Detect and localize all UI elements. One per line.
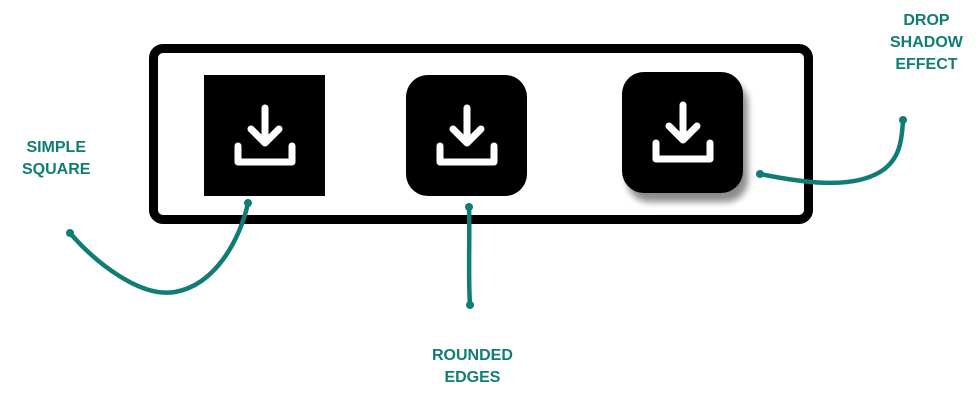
label-line: SHADOW — [890, 34, 963, 51]
simple-square-tile[interactable] — [204, 75, 325, 196]
download-icon — [234, 104, 295, 165]
rounded-edges-tile[interactable] — [406, 75, 527, 196]
label-line: SQUARE — [22, 161, 91, 178]
label-line: ROUNDED — [432, 347, 513, 364]
label-line: EFFECT — [895, 56, 958, 73]
drop-shadow-tile[interactable] — [622, 72, 743, 193]
label-line: EDGES — [444, 369, 501, 386]
download-icon — [436, 104, 497, 165]
label-simple-square: SIMPLE SQUARE — [22, 137, 90, 181]
label-line: SIMPLE — [26, 139, 86, 156]
label-drop-shadow: DROP SHADOW EFFECT — [890, 10, 963, 76]
download-icon — [652, 101, 713, 162]
label-rounded-edges: ROUNDED EDGES — [432, 345, 513, 389]
label-line: DROP — [903, 12, 950, 29]
